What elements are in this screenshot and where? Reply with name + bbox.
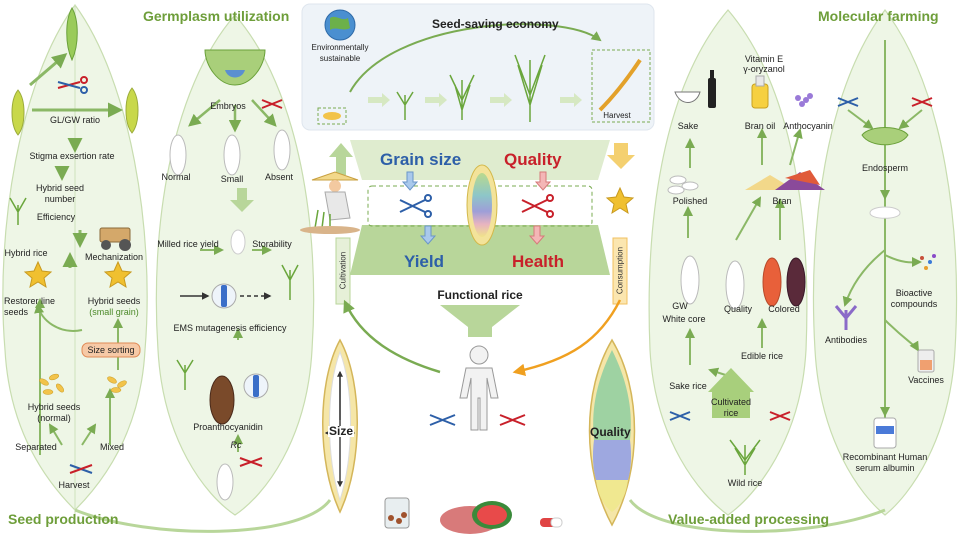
label-ems: EMS mutagenesis efficiency bbox=[173, 323, 287, 333]
label-proantho: Proanthocyanidin bbox=[193, 422, 263, 432]
up-arrow-cultivation bbox=[329, 143, 353, 175]
farmer-icon bbox=[300, 171, 360, 234]
leaf-panel-germplasm bbox=[155, 14, 315, 516]
large-grain-quality bbox=[588, 338, 636, 527]
label-cultivation: Cultivation bbox=[338, 251, 348, 290]
label-hybrid-seed-number: Hybrid seed number bbox=[35, 183, 85, 204]
human-figure bbox=[459, 345, 499, 431]
label-oryzanol: γ-oryzanol bbox=[743, 64, 785, 74]
label-colored: Colored bbox=[768, 304, 800, 314]
label-consumption: Consumption bbox=[615, 246, 625, 295]
scissors-icon-3 bbox=[521, 194, 554, 218]
label-environmental: Environmentally sustainable bbox=[311, 43, 369, 63]
label-sake: Sake bbox=[677, 121, 699, 131]
scissors-icon-5 bbox=[69, 97, 933, 474]
label-restorer: Restorer line seeds bbox=[4, 296, 56, 317]
label-white-core: White core bbox=[662, 314, 706, 324]
label-polished: Polished bbox=[672, 196, 708, 206]
functional-funnel-arrow bbox=[440, 305, 520, 337]
stem-arc-left bbox=[74, 499, 332, 533]
label-vaccines: Vaccines bbox=[908, 375, 944, 385]
rice-plant-stages bbox=[396, 54, 546, 122]
label-separated: Separated bbox=[15, 442, 57, 452]
label-cultivated: Cultivated rice bbox=[710, 397, 752, 418]
scissors-icon-1 bbox=[57, 76, 88, 94]
label-endosperm: Endosperm bbox=[861, 163, 909, 173]
label-rc: Rc bbox=[230, 440, 242, 450]
label-health: Health bbox=[512, 252, 564, 271]
restorer-flower-icon bbox=[23, 260, 53, 289]
top-band bbox=[350, 140, 610, 180]
germplasm-graphics bbox=[169, 49, 299, 501]
arrow-to-cultivation bbox=[343, 299, 441, 374]
label-hybrid-small: Hybrid seeds bbox=[87, 296, 141, 306]
label-sake-rice: Sake rice bbox=[669, 381, 707, 391]
label-size-sorting[interactable]: Size sorting bbox=[87, 345, 135, 355]
label-bioactive: Bioactive compounds bbox=[890, 288, 938, 309]
label-stigma: Stigma exsertion rate bbox=[29, 151, 115, 161]
section-title-seed-production: Seed production bbox=[8, 511, 119, 527]
scissors-icon-2 bbox=[399, 194, 432, 218]
label-grain-size: Grain size bbox=[380, 150, 462, 169]
label-gl-gw: GL/GW ratio bbox=[49, 115, 101, 125]
label-small: Small bbox=[220, 174, 244, 184]
label-edible: Edible rice bbox=[740, 351, 784, 361]
label-bran: Bran bbox=[772, 196, 792, 206]
size-sorting-box bbox=[81, 342, 141, 358]
label-mixed: Mixed bbox=[99, 442, 125, 452]
seed-saving-cycle-arrow bbox=[349, 23, 602, 93]
label-functional-rice: Functional rice bbox=[437, 288, 523, 302]
seed-box bbox=[317, 107, 347, 125]
label-quality-va: Quality bbox=[723, 304, 753, 314]
food-items bbox=[384, 497, 563, 534]
label-milled: Milled rice yield bbox=[157, 239, 219, 249]
leaf-panel-molecular bbox=[812, 8, 958, 516]
label-vitamin: Vitamin E bbox=[744, 54, 784, 64]
bottom-band bbox=[350, 225, 610, 275]
label-mechanization: Mechanization bbox=[84, 252, 144, 262]
label-quality-grain: Quality bbox=[590, 425, 631, 439]
label-normal: Normal bbox=[161, 172, 191, 182]
consumption-bar bbox=[612, 237, 628, 305]
label-gw: GW bbox=[672, 301, 688, 311]
cultivation-bar bbox=[335, 237, 351, 305]
arrow-to-human bbox=[512, 299, 622, 376]
label-embryos: Embryos bbox=[210, 101, 246, 111]
section-title-value-added: Value-added processing bbox=[668, 511, 830, 527]
label-small-grain: (small grain) bbox=[89, 307, 139, 317]
down-arrow-consumption bbox=[607, 143, 635, 169]
value-added-graphics bbox=[667, 70, 825, 475]
molecular-graphics bbox=[834, 109, 936, 449]
stem-arc-right bbox=[628, 499, 886, 533]
scissors-icon-4 bbox=[429, 414, 526, 426]
section-title-germplasm: Germplasm utilization bbox=[143, 8, 290, 24]
label-harvest-seed: Harvest bbox=[58, 480, 90, 490]
section-title-molecular: Molecular farming bbox=[818, 8, 939, 24]
label-efficiency: Efficiency bbox=[36, 212, 76, 222]
seed-saving-title: Seed-saving economy bbox=[432, 17, 559, 31]
label-quality-center: Quality bbox=[504, 150, 562, 169]
tractor-icon bbox=[99, 227, 131, 243]
label-hybrid-rice: Hybrid rice bbox=[4, 248, 48, 258]
label-absent: Absent bbox=[264, 172, 294, 182]
label-hybrid-normal: Hybrid seeds (normal) bbox=[27, 402, 81, 423]
label-antibodies: Antibodies bbox=[824, 335, 868, 345]
label-storability: Storability bbox=[252, 239, 292, 249]
label-albumin: Recombinant Human serum albumin bbox=[842, 452, 928, 473]
label-bran-oil: Bran oil bbox=[744, 121, 776, 131]
seed-production-graphics bbox=[9, 7, 141, 455]
label-anthocyanin: Anthocyanin bbox=[783, 121, 833, 131]
label-harvest-center: Harvest bbox=[603, 111, 631, 120]
label-wild: Wild rice bbox=[727, 478, 763, 488]
label-yield: Yield bbox=[404, 252, 444, 271]
leaf-panel-value-added bbox=[648, 9, 808, 516]
growth-arrows bbox=[368, 93, 582, 107]
label-size: Size bbox=[328, 424, 355, 438]
consumption-flower-icon bbox=[605, 186, 635, 215]
